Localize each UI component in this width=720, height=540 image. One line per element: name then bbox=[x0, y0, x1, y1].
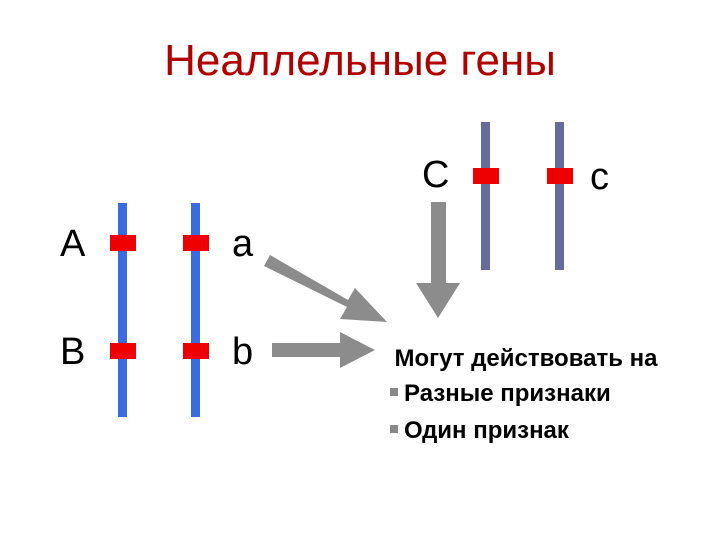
list-item-label: Один признак bbox=[404, 417, 569, 445]
locus-A bbox=[110, 235, 136, 251]
square-bullet-icon bbox=[390, 388, 398, 397]
gene-label-b: b bbox=[232, 331, 254, 373]
effect-list: Разные признаки Один признак bbox=[388, 378, 664, 446]
description-heading: Могут действовать на bbox=[394, 345, 658, 372]
locus-b bbox=[183, 343, 209, 359]
locus-B bbox=[110, 343, 136, 359]
effect-description: Могут действовать на Разные признаки Оди… bbox=[388, 343, 664, 453]
chromosome-right-2 bbox=[555, 122, 564, 270]
locus-c bbox=[547, 168, 573, 184]
gene-label-C: C bbox=[422, 154, 450, 196]
chromosome-right-1 bbox=[481, 122, 490, 270]
gene-label-c: c bbox=[590, 156, 609, 198]
locus-C bbox=[473, 168, 499, 184]
chromosome-left-2 bbox=[191, 203, 200, 417]
list-item-label: Разные признаки bbox=[404, 380, 611, 408]
list-item: Один признак bbox=[388, 415, 664, 446]
gene-label-a: a bbox=[232, 223, 254, 265]
page-title: Неаллельные гены bbox=[164, 36, 556, 85]
gene-label-A: A bbox=[60, 223, 86, 265]
arrow-horizontal bbox=[272, 332, 375, 368]
arrow-diagonal bbox=[264, 255, 387, 322]
locus-a bbox=[183, 235, 209, 251]
square-bullet-icon bbox=[390, 425, 398, 434]
arrow-down bbox=[416, 202, 460, 318]
list-item: Разные признаки bbox=[388, 378, 664, 409]
chromosome-left-1 bbox=[118, 203, 127, 417]
gene-label-B: B bbox=[60, 331, 86, 373]
